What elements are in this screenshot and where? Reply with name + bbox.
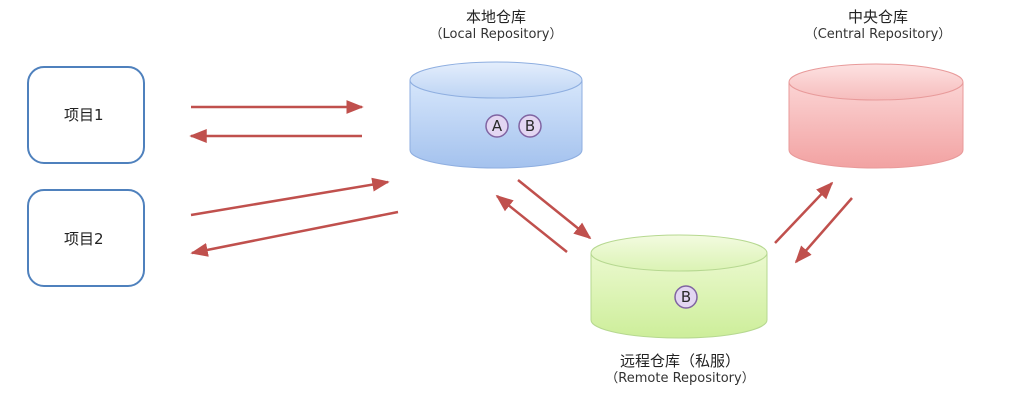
project-label-2: 项目2 <box>64 230 104 248</box>
arrow-remote-to-local <box>495 194 568 253</box>
remote-repository-title: 远程仓库（私服） <box>619 352 740 370</box>
arrow-local-to-remote <box>517 179 592 240</box>
artifact-label-remote-b: B <box>680 288 692 306</box>
arrow-remote-to-central <box>774 181 834 244</box>
artifact-badge-local-b <box>518 114 542 138</box>
remote-repository-label: 远程仓库（私服） （Remote Repository） <box>580 352 780 387</box>
artifact-badge-local-a <box>485 114 509 138</box>
local-repository-title: 本地仓库 <box>465 8 526 26</box>
project-box-1 <box>27 66 145 164</box>
artifact-badge-remote-b <box>674 285 698 309</box>
central-repository-cylinder <box>788 63 964 169</box>
remote-repository-subtitle: （Remote Repository） <box>605 370 755 386</box>
central-repository-title: 中央仓库 <box>847 8 908 26</box>
local-repository-label: 本地仓库 （Local Repository） <box>396 8 596 43</box>
project-label-1: 项目1 <box>64 106 104 124</box>
arrow-central-to-remote <box>794 197 853 264</box>
arrow-project2-to-local <box>190 177 390 217</box>
project-box-2 <box>27 189 145 287</box>
artifact-label-local-a: A <box>491 117 503 135</box>
artifact-label-local-b: B <box>524 117 536 135</box>
central-repository-label: 中央仓库 （Central Repository） <box>773 8 983 43</box>
central-repository-subtitle: （Central Repository） <box>804 26 952 42</box>
local-repository-subtitle: （Local Repository） <box>429 26 563 42</box>
arrow-local-to-project2 <box>190 210 399 257</box>
